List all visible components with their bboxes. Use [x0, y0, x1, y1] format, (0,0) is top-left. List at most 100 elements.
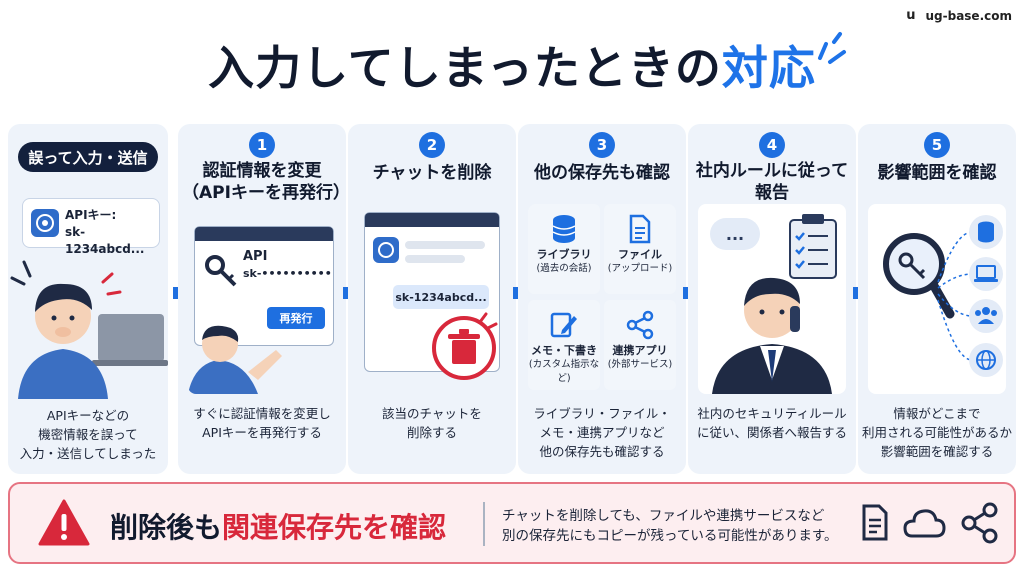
- intro-desc: APIキーなどの 機密情報を誤って 入力・送信してしまった: [12, 406, 164, 463]
- clipboard-checklist-icon: [789, 214, 837, 279]
- step-desc: ライブラリ・ファイル・ メモ・連携アプリなど 他の保存先も確認する: [522, 404, 682, 461]
- database-icon: [552, 215, 576, 243]
- page-title-highlight: 対応: [721, 41, 816, 95]
- cloud-icon: [903, 509, 946, 538]
- bubble-line-1: APIキー:: [65, 208, 117, 222]
- chat-window: sk-1234abcd...: [364, 212, 500, 372]
- chat-message-bubble: sk-1234abcd...: [393, 285, 489, 309]
- trash-icon[interactable]: [424, 308, 504, 388]
- step-number: 4: [759, 132, 785, 158]
- step-card-4: 4 社内ルールに従って 報告 ...: [688, 124, 856, 474]
- step-title-line: （APIキーを再発行）: [182, 183, 350, 203]
- step-card-1: 1 認証情報を変更 （APIキーを再発行） API sk-•••••••••• …: [178, 124, 350, 474]
- step-desc-line: に従い、関係者へ報告する: [696, 425, 847, 440]
- browser-window: API sk-•••••••••• 再発行: [194, 226, 334, 346]
- chat-app-icon: [373, 237, 399, 263]
- step-desc-line: APIキーを再発行する: [202, 425, 322, 440]
- storage-tiles: ライブラリ (過去の会話) ファイル (アップロード) メモ・下書き: [528, 204, 676, 394]
- warning-title-prefix: 削除後も: [110, 511, 223, 544]
- spark-icon: [818, 32, 846, 64]
- step-title-line: 社内ルールに従って: [695, 161, 849, 181]
- tile-label: 連携アプリ: [612, 344, 668, 357]
- step-title: 影響範囲を確認: [862, 162, 1012, 184]
- step-desc: すぐに認証情報を変更し APIキーを再発行する: [182, 404, 342, 442]
- step-desc-line: 情報がどこまで: [893, 406, 981, 421]
- step-title: チャットを削除: [352, 162, 512, 184]
- intro-desc-line: APIキーなどの: [46, 408, 130, 423]
- step-desc: 該当のチャットを 削除する: [352, 404, 512, 442]
- warning-title: 削除後も関連保存先を確認: [110, 506, 446, 546]
- share-icon: [961, 502, 998, 544]
- tile-file: ファイル (アップロード): [604, 204, 676, 294]
- laptop-icon: [969, 257, 1003, 291]
- step-title-line: 認証情報を変更: [202, 161, 322, 181]
- step-illustration: sk-1234abcd...: [358, 204, 506, 394]
- step-title-line: 他の保存先も確認: [534, 163, 670, 183]
- intro-desc-line: 入力・送信してしまった: [19, 446, 157, 461]
- tile-label: ライブラリ: [536, 248, 592, 261]
- step-card-3: 3 他の保存先も確認 ライブラリ (過去の会話): [518, 124, 686, 474]
- tile-sub: (カスタム指示など): [528, 359, 600, 384]
- tile-sub: (アップロード): [607, 263, 673, 274]
- step-desc-line: 社内のセキュリティルール: [697, 406, 847, 421]
- api-key-bubble: APIキー: sk-1234abcd...: [22, 198, 160, 256]
- tile-integration: 連携アプリ (外部サービス): [604, 300, 676, 390]
- step-desc-line: 影響範囲を確認する: [880, 444, 994, 459]
- warning-desc-line: チャットを削除しても、ファイルや連携サービスなど: [502, 508, 825, 524]
- step-desc: 社内のセキュリティルール に従い、関係者へ報告する: [692, 404, 852, 442]
- step-illustration: API sk-•••••••••• 再発行: [188, 204, 336, 394]
- step-number: 3: [589, 132, 615, 158]
- step-illustration: ...: [698, 204, 846, 394]
- globe-icon: [969, 343, 1003, 377]
- person-phone-illustration: [712, 277, 832, 394]
- step-desc-line: 他の保存先も確認する: [539, 444, 665, 459]
- tile-label: ファイル: [618, 248, 662, 261]
- step-card-5: 5 影響範囲を確認: [858, 124, 1016, 474]
- file-icon: [629, 214, 651, 244]
- brand: u ug-base.com: [906, 8, 1012, 23]
- page-title-main: 入力してしまったときの: [208, 41, 722, 95]
- api-label: API: [243, 249, 268, 264]
- step-title-line: 報告: [755, 183, 789, 203]
- tile-sub: (過去の会話): [536, 263, 592, 274]
- intro-card: 誤って入力・送信 APIキー: sk-1234abcd...: [8, 124, 168, 474]
- warning-desc-line: 別の保存先にもコピーが残っている可能性があります。: [502, 528, 838, 544]
- divider: [483, 502, 485, 546]
- person-clicking-illustration: [188, 325, 282, 394]
- step-desc-line: 削除する: [406, 425, 457, 440]
- database-icon: [969, 215, 1003, 249]
- step-card-2: 2 チャットを削除 sk-1234abcd...: [348, 124, 516, 474]
- brand-logo: u: [906, 8, 916, 23]
- speech-bubble: ...: [710, 218, 760, 250]
- tile-memo: メモ・下書き (カスタム指示など): [528, 300, 600, 390]
- reissue-button[interactable]: 再発行: [267, 307, 325, 329]
- brand-site: ug-base.com: [925, 8, 1012, 23]
- step-desc-line: 該当のチャットを: [382, 406, 482, 421]
- tile-library: ライブラリ (過去の会話): [528, 204, 600, 294]
- share-icon: [626, 310, 654, 340]
- users-icon: [969, 299, 1003, 333]
- step-number: 1: [249, 132, 275, 158]
- step-desc-line: 利用される可能性があるか: [862, 425, 1013, 440]
- intro-pill: 誤って入力・送信: [18, 142, 158, 172]
- steps-flow: 誤って入力・送信 APIキー: sk-1234abcd...: [8, 124, 1016, 474]
- key-icon: [205, 255, 237, 287]
- edit-note-icon: [550, 312, 577, 338]
- warning-banner: 削除後も関連保存先を確認 チャットを削除しても、ファイルや連携サービスなど 別の…: [8, 482, 1016, 564]
- step-desc-line: メモ・連携アプリなど: [539, 425, 665, 440]
- intro-desc-line: 機密情報を誤って: [38, 427, 138, 442]
- step-title: 他の保存先も確認: [522, 162, 682, 184]
- warning-icon: [38, 499, 90, 546]
- chat-app-icon: [31, 209, 59, 237]
- tile-sub: (外部サービス): [607, 359, 673, 370]
- tile-label: メモ・下書き: [531, 344, 597, 357]
- step-illustration: [868, 204, 1006, 394]
- page-title: 入力してしまったときの対応: [0, 32, 1024, 98]
- warning-desc: チャットを削除しても、ファイルや連携サービスなど 別の保存先にもコピーが残ってい…: [502, 506, 837, 546]
- step-title-line: 影響範囲を確認: [877, 163, 997, 183]
- bubble-line-2: sk-1234abcd...: [65, 225, 145, 256]
- api-key-masked: sk-••••••••••: [243, 267, 332, 280]
- step-title: 認証情報を変更 （APIキーを再発行）: [182, 160, 350, 204]
- document-icon: [862, 504, 888, 541]
- step-desc-line: すぐに認証情報を変更し: [193, 406, 331, 421]
